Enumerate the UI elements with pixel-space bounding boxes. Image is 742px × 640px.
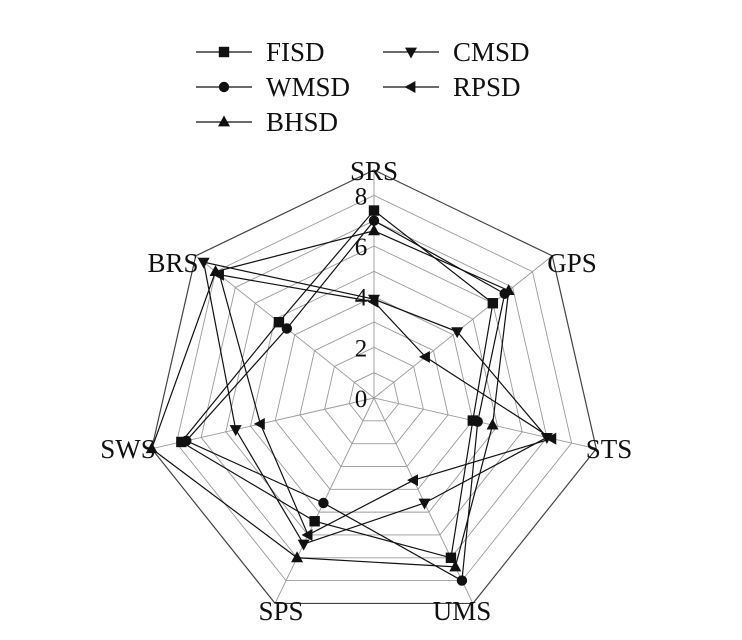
- data-point-cmsd-sps: [297, 539, 310, 551]
- radial-tick-label: 0: [355, 386, 368, 413]
- series-rpsd: [213, 268, 557, 541]
- series-line-cmsd: [202, 261, 548, 545]
- radial-tick-label: 6: [355, 234, 368, 261]
- radar-series: [145, 205, 557, 586]
- legend: FISD WMSD BHSD CMSD RPSD: [196, 37, 530, 137]
- axis-label-sps: SPS: [258, 596, 303, 626]
- data-point-rpsd-sws: [253, 417, 265, 430]
- data-point-wmsd-ums: [456, 575, 468, 586]
- data-point-bhsd-sps: [291, 551, 304, 563]
- legend-label-bhsd: BHSD: [266, 107, 338, 137]
- series-line-fisd: [180, 209, 494, 559]
- legend-item-cmsd: CMSD: [383, 37, 530, 67]
- grid-ring: [151, 169, 597, 605]
- legend-marker-rpsd: [404, 81, 416, 93]
- series-bhsd: [145, 224, 515, 572]
- axis-label-srs: SRS: [350, 156, 398, 186]
- grid-ring: [299, 321, 449, 467]
- grid-ring: [175, 194, 573, 582]
- series-line-rpsd: [218, 274, 554, 536]
- data-point-fisd-ums: [445, 552, 457, 563]
- legend-label-fisd: FISD: [266, 37, 325, 67]
- data-point-rpsd-brs: [213, 268, 224, 281]
- radial-tick-label: 4: [355, 285, 368, 312]
- legend-marker-bhsd: [218, 115, 230, 127]
- data-point-cmsd-ums: [418, 498, 431, 510]
- data-point-rpsd-srs: [367, 295, 379, 308]
- axis-label-sws: SWS: [100, 434, 156, 464]
- data-point-bhsd-sws: [145, 442, 158, 454]
- data-point-wmsd-brs: [281, 323, 293, 334]
- legend-marker-cmsd: [405, 47, 417, 59]
- data-point-rpsd-gps: [418, 350, 430, 363]
- series-line-wmsd: [185, 219, 506, 582]
- data-point-cmsd-brs: [197, 257, 210, 269]
- data-point-rpsd-ums: [407, 474, 418, 487]
- data-point-rpsd-sps: [301, 528, 313, 541]
- data-point-fisd-sps: [309, 516, 320, 527]
- legend-marker-fisd: [218, 46, 230, 58]
- series-line-bhsd: [151, 230, 510, 568]
- data-point-cmsd-sws: [229, 425, 242, 437]
- legend-item-bhsd: BHSD: [196, 107, 338, 137]
- radial-tick-label: 8: [355, 183, 368, 210]
- axis-label-ums: UMS: [433, 596, 492, 626]
- grid-ring: [348, 372, 400, 422]
- data-point-bhsd-sts: [486, 418, 499, 430]
- grid-ring: [324, 346, 424, 445]
- data-point-rpsd-sts: [545, 432, 557, 445]
- data-point-fisd-brs: [273, 316, 285, 328]
- legend-item-rpsd: RPSD: [383, 72, 521, 102]
- legend-item-wmsd: WMSD: [196, 72, 350, 102]
- series-fisd: [176, 205, 499, 563]
- data-point-bhsd-ums: [449, 560, 462, 572]
- data-point-fisd-srs: [368, 205, 380, 216]
- legend-marker-wmsd: [218, 81, 230, 93]
- axis-label-brs: BRS: [147, 248, 198, 278]
- data-point-bhsd-gps: [502, 284, 515, 296]
- grid-spoke: [373, 397, 597, 450]
- data-point-fisd-gps: [487, 298, 499, 309]
- data-point-bhsd-srs: [368, 224, 380, 236]
- legend-item-fisd: FISD: [196, 37, 325, 67]
- data-point-wmsd-srs: [368, 215, 380, 226]
- legend-label-wmsd: WMSD: [266, 72, 350, 102]
- data-point-wmsd-sps: [318, 497, 329, 509]
- data-point-wmsd-sts: [472, 416, 483, 427]
- legend-label-rpsd: RPSD: [453, 72, 521, 102]
- radial-tick-label: 2: [355, 335, 368, 362]
- grid-ring: [250, 270, 498, 513]
- data-point-cmsd-gps: [451, 327, 464, 339]
- grid-ring: [274, 296, 474, 490]
- axis-label-gps: GPS: [547, 248, 597, 278]
- grid-spoke: [373, 255, 553, 399]
- data-point-wmsd-sws: [181, 435, 192, 447]
- axis-label-sts: STS: [586, 434, 633, 464]
- legend-label-cmsd: CMSD: [453, 37, 530, 67]
